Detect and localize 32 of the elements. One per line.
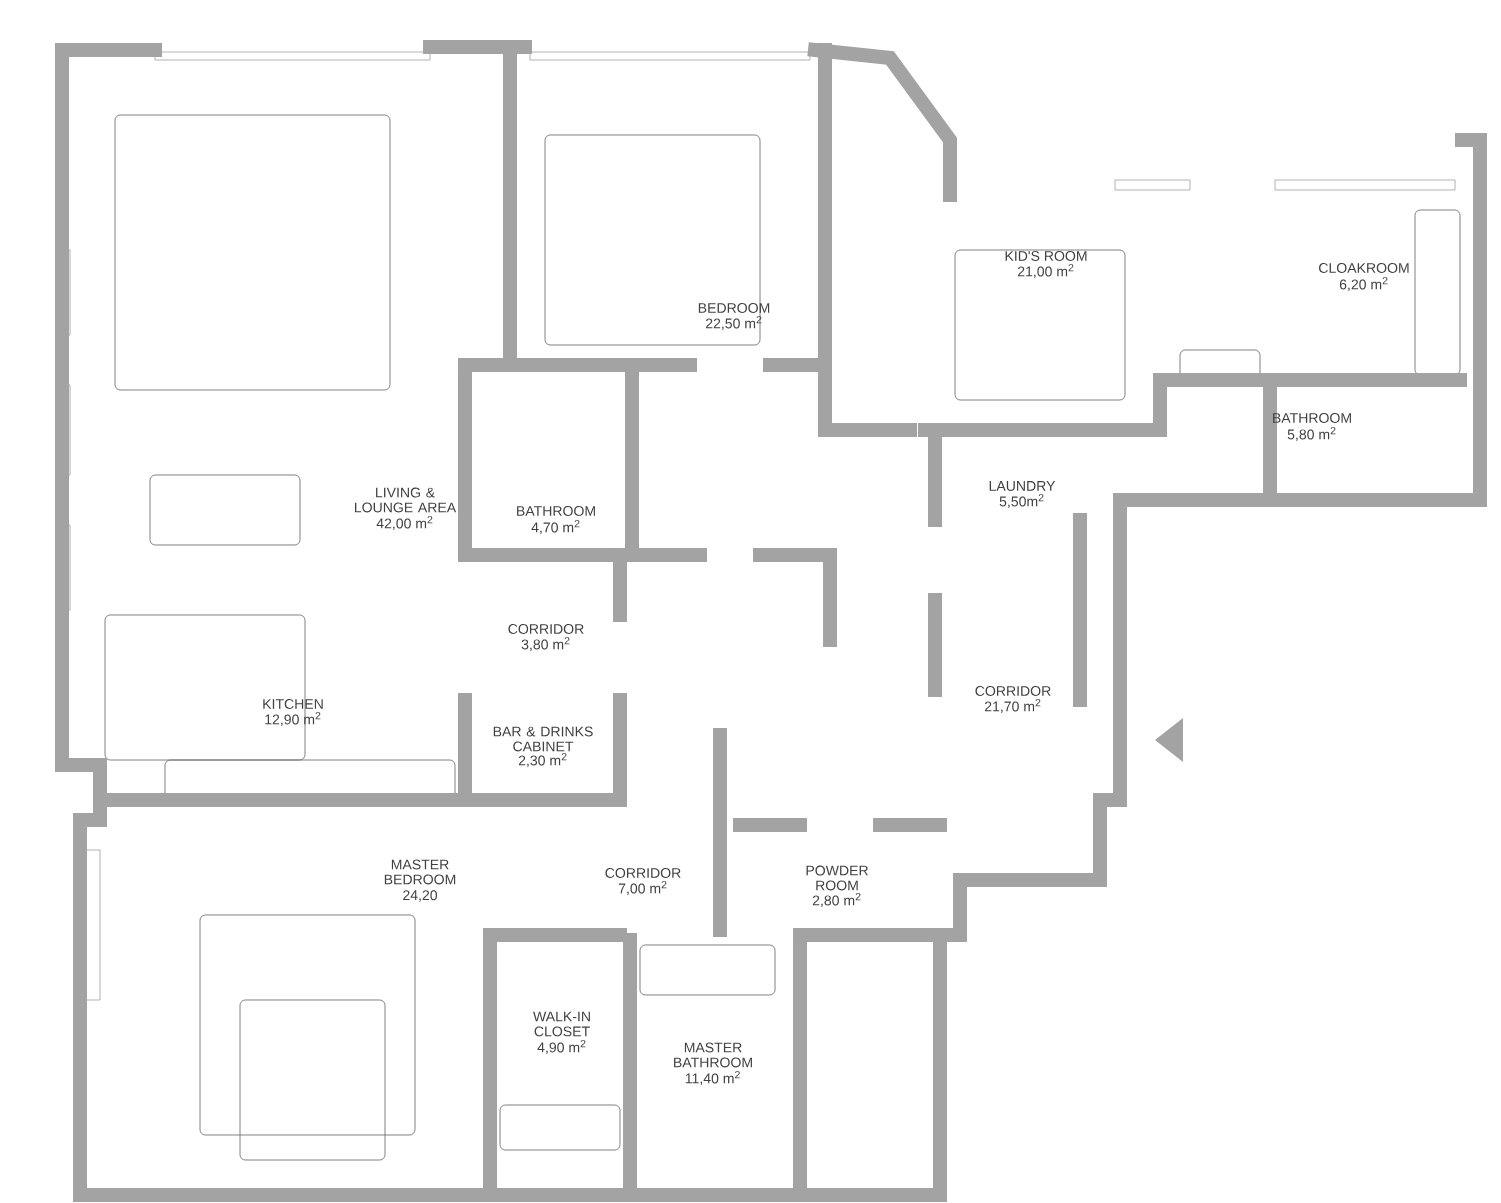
room-name: BEDROOM	[698, 303, 770, 313]
room-name: CLOAKROOM	[1319, 263, 1409, 273]
room-area: 2,30 m$^{2}$	[518, 752, 567, 768]
room-area: 24,20	[403, 890, 438, 902]
room-area: 2,80 m$^{2}$	[812, 892, 861, 908]
room-area: 12,90 m$^{2}$	[265, 711, 321, 727]
room-area: 7,00 m$^{2}$	[618, 880, 667, 896]
room-name: LAUNDRY	[989, 481, 1056, 491]
room-area: 5,50m$^{2}$	[999, 493, 1044, 509]
room-name: BATHROOM	[1273, 413, 1351, 423]
room-name: MASTER BEDROOM	[384, 859, 456, 885]
room-area: 22,50 m$^{2}$	[705, 315, 762, 331]
room-area: 21,00 m$^{2}$	[1017, 263, 1074, 279]
room-area: 42,00 m$^{2}$	[376, 515, 433, 531]
room-name: BAR & DRINKS CABINET	[493, 726, 593, 752]
room-name: BATHROOM	[517, 506, 595, 516]
room-area: 21,70 m$^{2}$	[984, 698, 1041, 714]
room-area: 11,40 m$^{2}$	[685, 1070, 740, 1086]
room-name: CORRIDOR	[605, 868, 681, 878]
room-name: MASTER BATHROOM	[674, 1042, 752, 1068]
room-name: WALK-IN CLOSET	[533, 1011, 590, 1037]
room-name: CORRIDOR	[508, 624, 584, 634]
room-name: KITCHEN	[263, 699, 323, 709]
room-area: 5,80 m$^{2}$	[1287, 426, 1336, 442]
room-area: 6,20 m$^{2}$	[1339, 276, 1388, 292]
room-area: 4,90 m$^{2}$	[537, 1039, 586, 1055]
room-name: POWDER ROOM	[806, 865, 868, 891]
room-name: KID'S ROOM	[1005, 251, 1087, 261]
room-name: CORRIDOR	[975, 686, 1051, 696]
room-area: 4,70 m$^{2}$	[531, 519, 580, 535]
room-name: LIVING & LOUNGE AREA	[355, 487, 457, 513]
room-area: 3,80 m$^{2}$	[521, 636, 570, 652]
